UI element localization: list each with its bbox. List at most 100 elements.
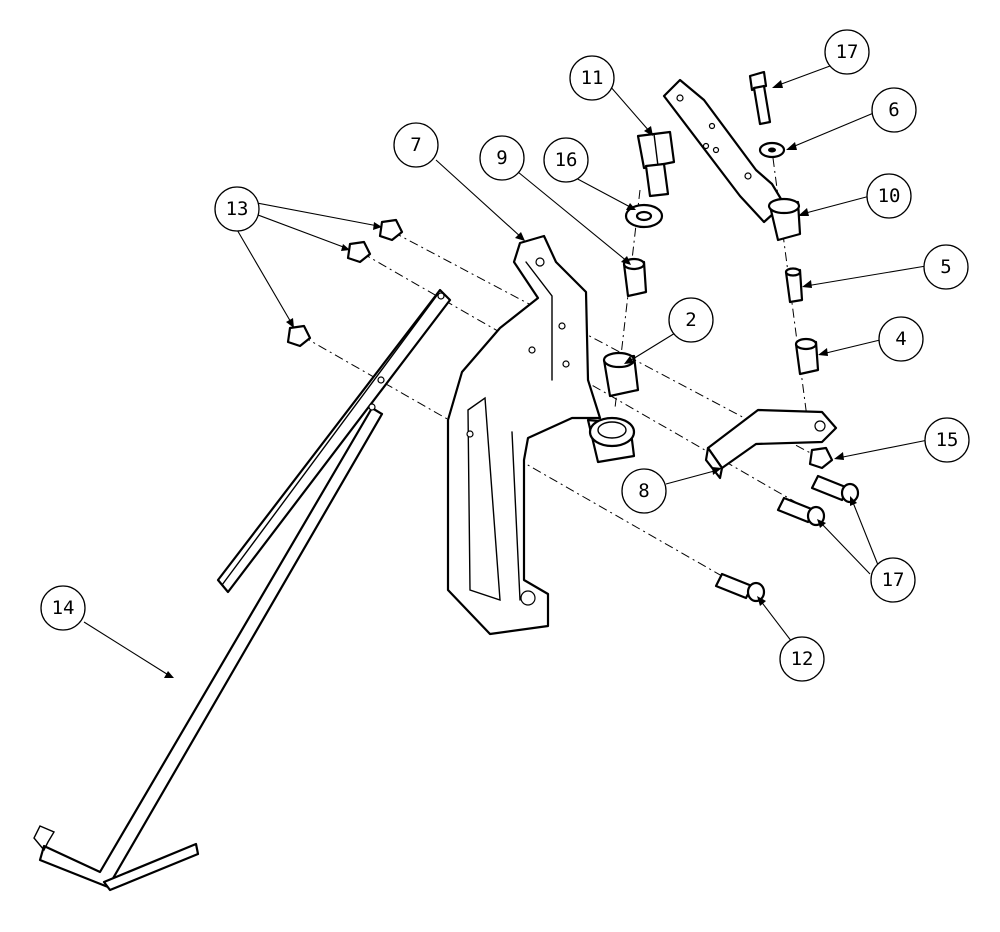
- callout-6-label: 6: [888, 99, 899, 121]
- arrow-11: [644, 126, 653, 136]
- callout-16-label: 14: [52, 597, 75, 619]
- callout-15-label: 16: [555, 149, 578, 171]
- arrow-16: [164, 671, 174, 678]
- arrow-13: [772, 80, 783, 88]
- bracket-fold-line: [525, 261, 553, 381]
- callout-12-label: 12: [791, 648, 814, 670]
- handle-hole-lower: [368, 403, 376, 411]
- bolt-17-lower-shank: [776, 496, 816, 524]
- arrow-14-a: [373, 222, 382, 230]
- arrow-17-b: [817, 519, 826, 528]
- bolt-11-head-facet: [653, 133, 659, 167]
- callout-15: 16: [543, 137, 589, 183]
- callout-16: 14: [40, 585, 86, 631]
- arrow-8: [621, 256, 631, 265]
- part-9-lever-plate: [704, 408, 838, 480]
- upper-arm-hole-5: [744, 172, 752, 180]
- callout-4-label: 4: [895, 328, 906, 350]
- callout-14-left: 13: [214, 186, 260, 232]
- arrow-10: [798, 208, 809, 216]
- part-4-spacer: [794, 337, 820, 376]
- callout-11-label: 11: [581, 67, 604, 89]
- upper-arm-hole-4: [712, 146, 720, 154]
- centerline-middle-nut: [361, 252, 819, 516]
- bolt-12-shank: [714, 572, 754, 600]
- bracket-hole-b: [528, 346, 536, 354]
- leader-7: [435, 159, 523, 239]
- handle-hole-top: [437, 292, 445, 300]
- bolt-13-shank: [752, 84, 772, 126]
- leader-8: [517, 171, 629, 263]
- callout-balloons: 17 6 10 5 4 15 11 16 9 7 2: [40, 29, 970, 682]
- lever-plate-hole: [814, 420, 826, 432]
- bracket-body: [446, 234, 602, 636]
- leader-17-b: [819, 521, 871, 575]
- callout-6: 6: [871, 87, 917, 133]
- handle-foot-bar: [102, 842, 200, 892]
- handle-hole-mid: [377, 376, 385, 384]
- bracket-pivot-cap-inner: [597, 421, 627, 439]
- callout-13: 17: [824, 29, 870, 75]
- arrow-6: [786, 142, 797, 150]
- upper-arm: [662, 78, 786, 224]
- arrow-9: [712, 467, 722, 475]
- upper-arm-hole-2: [708, 122, 716, 130]
- part-11-hex-bolt: [636, 130, 676, 198]
- arrow-17-a: [850, 496, 857, 506]
- upper-arm-hole-3: [702, 142, 710, 150]
- bracket-gusset: [467, 396, 501, 601]
- leader-14-right: [837, 439, 929, 459]
- spacer-4-top: [794, 337, 818, 351]
- leader-lines: [83, 65, 929, 678]
- part-16-handle-rod: [33, 288, 452, 892]
- part-6-washer-hole: [768, 147, 776, 153]
- upper-arm-hole-1: [676, 94, 684, 102]
- leader-5: [805, 265, 927, 287]
- bracket-hole-d: [466, 430, 474, 438]
- leader-16: [83, 621, 171, 677]
- pin-5-top: [784, 267, 802, 277]
- callout-11: 11: [569, 55, 615, 101]
- callout-5: 5: [923, 244, 969, 290]
- lever-plate-body: [706, 408, 838, 470]
- leader-14-a: [251, 201, 379, 227]
- centerline-pivot-stack: [614, 189, 641, 409]
- bracket-hole-a: [558, 322, 566, 330]
- callout-2: 2: [668, 297, 714, 343]
- callout-17-label: 17: [882, 569, 905, 591]
- callout-17: 17: [870, 557, 916, 603]
- leader-10: [801, 195, 871, 215]
- upper-arm-body: [662, 78, 786, 224]
- bolt-17-upper-shank: [810, 474, 850, 502]
- leader-14-c: [235, 227, 293, 325]
- callout-14-left-label: 13: [226, 198, 249, 220]
- bolt-12-head: [746, 581, 766, 603]
- part-5-pin: [784, 267, 804, 304]
- part-15-washer-hole: [635, 210, 653, 222]
- nut-14-middle: [346, 240, 372, 264]
- hub-sleeve-top: [767, 197, 801, 215]
- callout-10: 10: [866, 173, 912, 219]
- part-13-bolt: [748, 70, 772, 126]
- callout-8-label: 9: [496, 147, 507, 169]
- bracket-inner-edge: [511, 431, 521, 601]
- part-12-bolt: [714, 572, 766, 603]
- callout-9-label: 8: [638, 480, 649, 502]
- arrow-4: [818, 348, 828, 356]
- callout-10-label: 10: [878, 185, 901, 207]
- bolt-11-shank: [644, 162, 670, 198]
- leader-12: [759, 599, 793, 643]
- callout-5-label: 5: [940, 256, 951, 278]
- handle-upper-strap: [216, 288, 452, 594]
- arrow-14-b: [341, 244, 350, 251]
- callout-7: 7: [393, 122, 439, 168]
- callout-7-label: 7: [410, 134, 421, 156]
- leader-4: [821, 339, 881, 355]
- callout-14-right: 15: [924, 417, 970, 463]
- leader-14-b: [249, 211, 347, 249]
- leader-9: [665, 469, 719, 485]
- arrow-12: [757, 596, 766, 606]
- leader-6: [789, 111, 877, 149]
- nut-14-lower: [286, 324, 312, 348]
- arrow-2: [624, 356, 634, 364]
